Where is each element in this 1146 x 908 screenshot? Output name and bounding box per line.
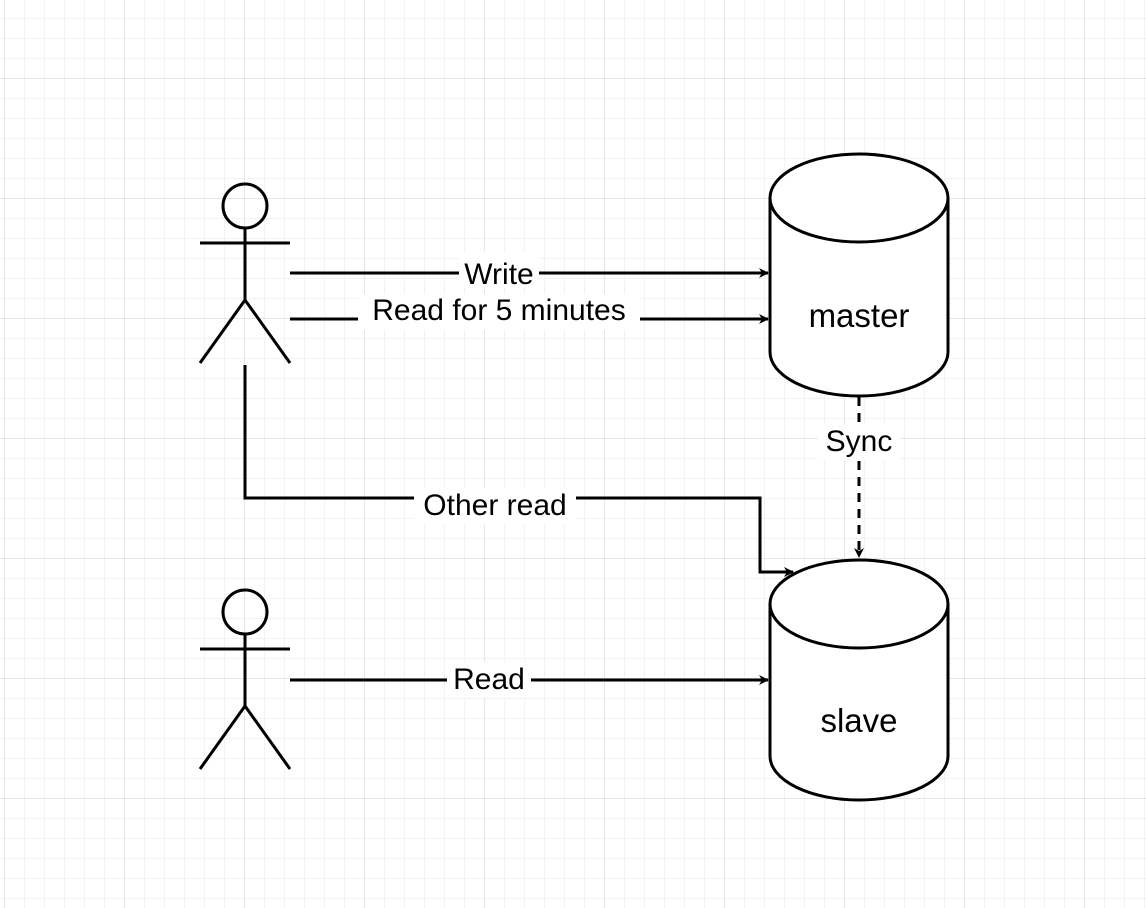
- edge-sync-label: Sync: [826, 425, 893, 458]
- actor-writer-icon[interactable]: [198, 182, 292, 364]
- edge-read-5-minutes[interactable]: Read for 5 minutes: [290, 294, 769, 330]
- edge-write-label: Write: [464, 258, 533, 291]
- edge-read[interactable]: Read: [290, 662, 769, 698]
- actor-reader-icon[interactable]: [198, 588, 292, 770]
- edge-other-read-label: Other read: [423, 489, 566, 522]
- edge-read-5-minutes-label: Read for 5 minutes: [372, 294, 625, 327]
- edge-read-label: Read: [453, 663, 525, 696]
- edge-other-read[interactable]: Other read: [243, 365, 794, 577]
- edge-sync[interactable]: Sync: [818, 397, 900, 558]
- slave-label: slave: [820, 702, 897, 739]
- slave-database[interactable]: slave: [768, 558, 950, 802]
- edge-write[interactable]: Write: [290, 252, 769, 291]
- master-label: master: [809, 297, 910, 334]
- master-database[interactable]: master: [768, 152, 950, 398]
